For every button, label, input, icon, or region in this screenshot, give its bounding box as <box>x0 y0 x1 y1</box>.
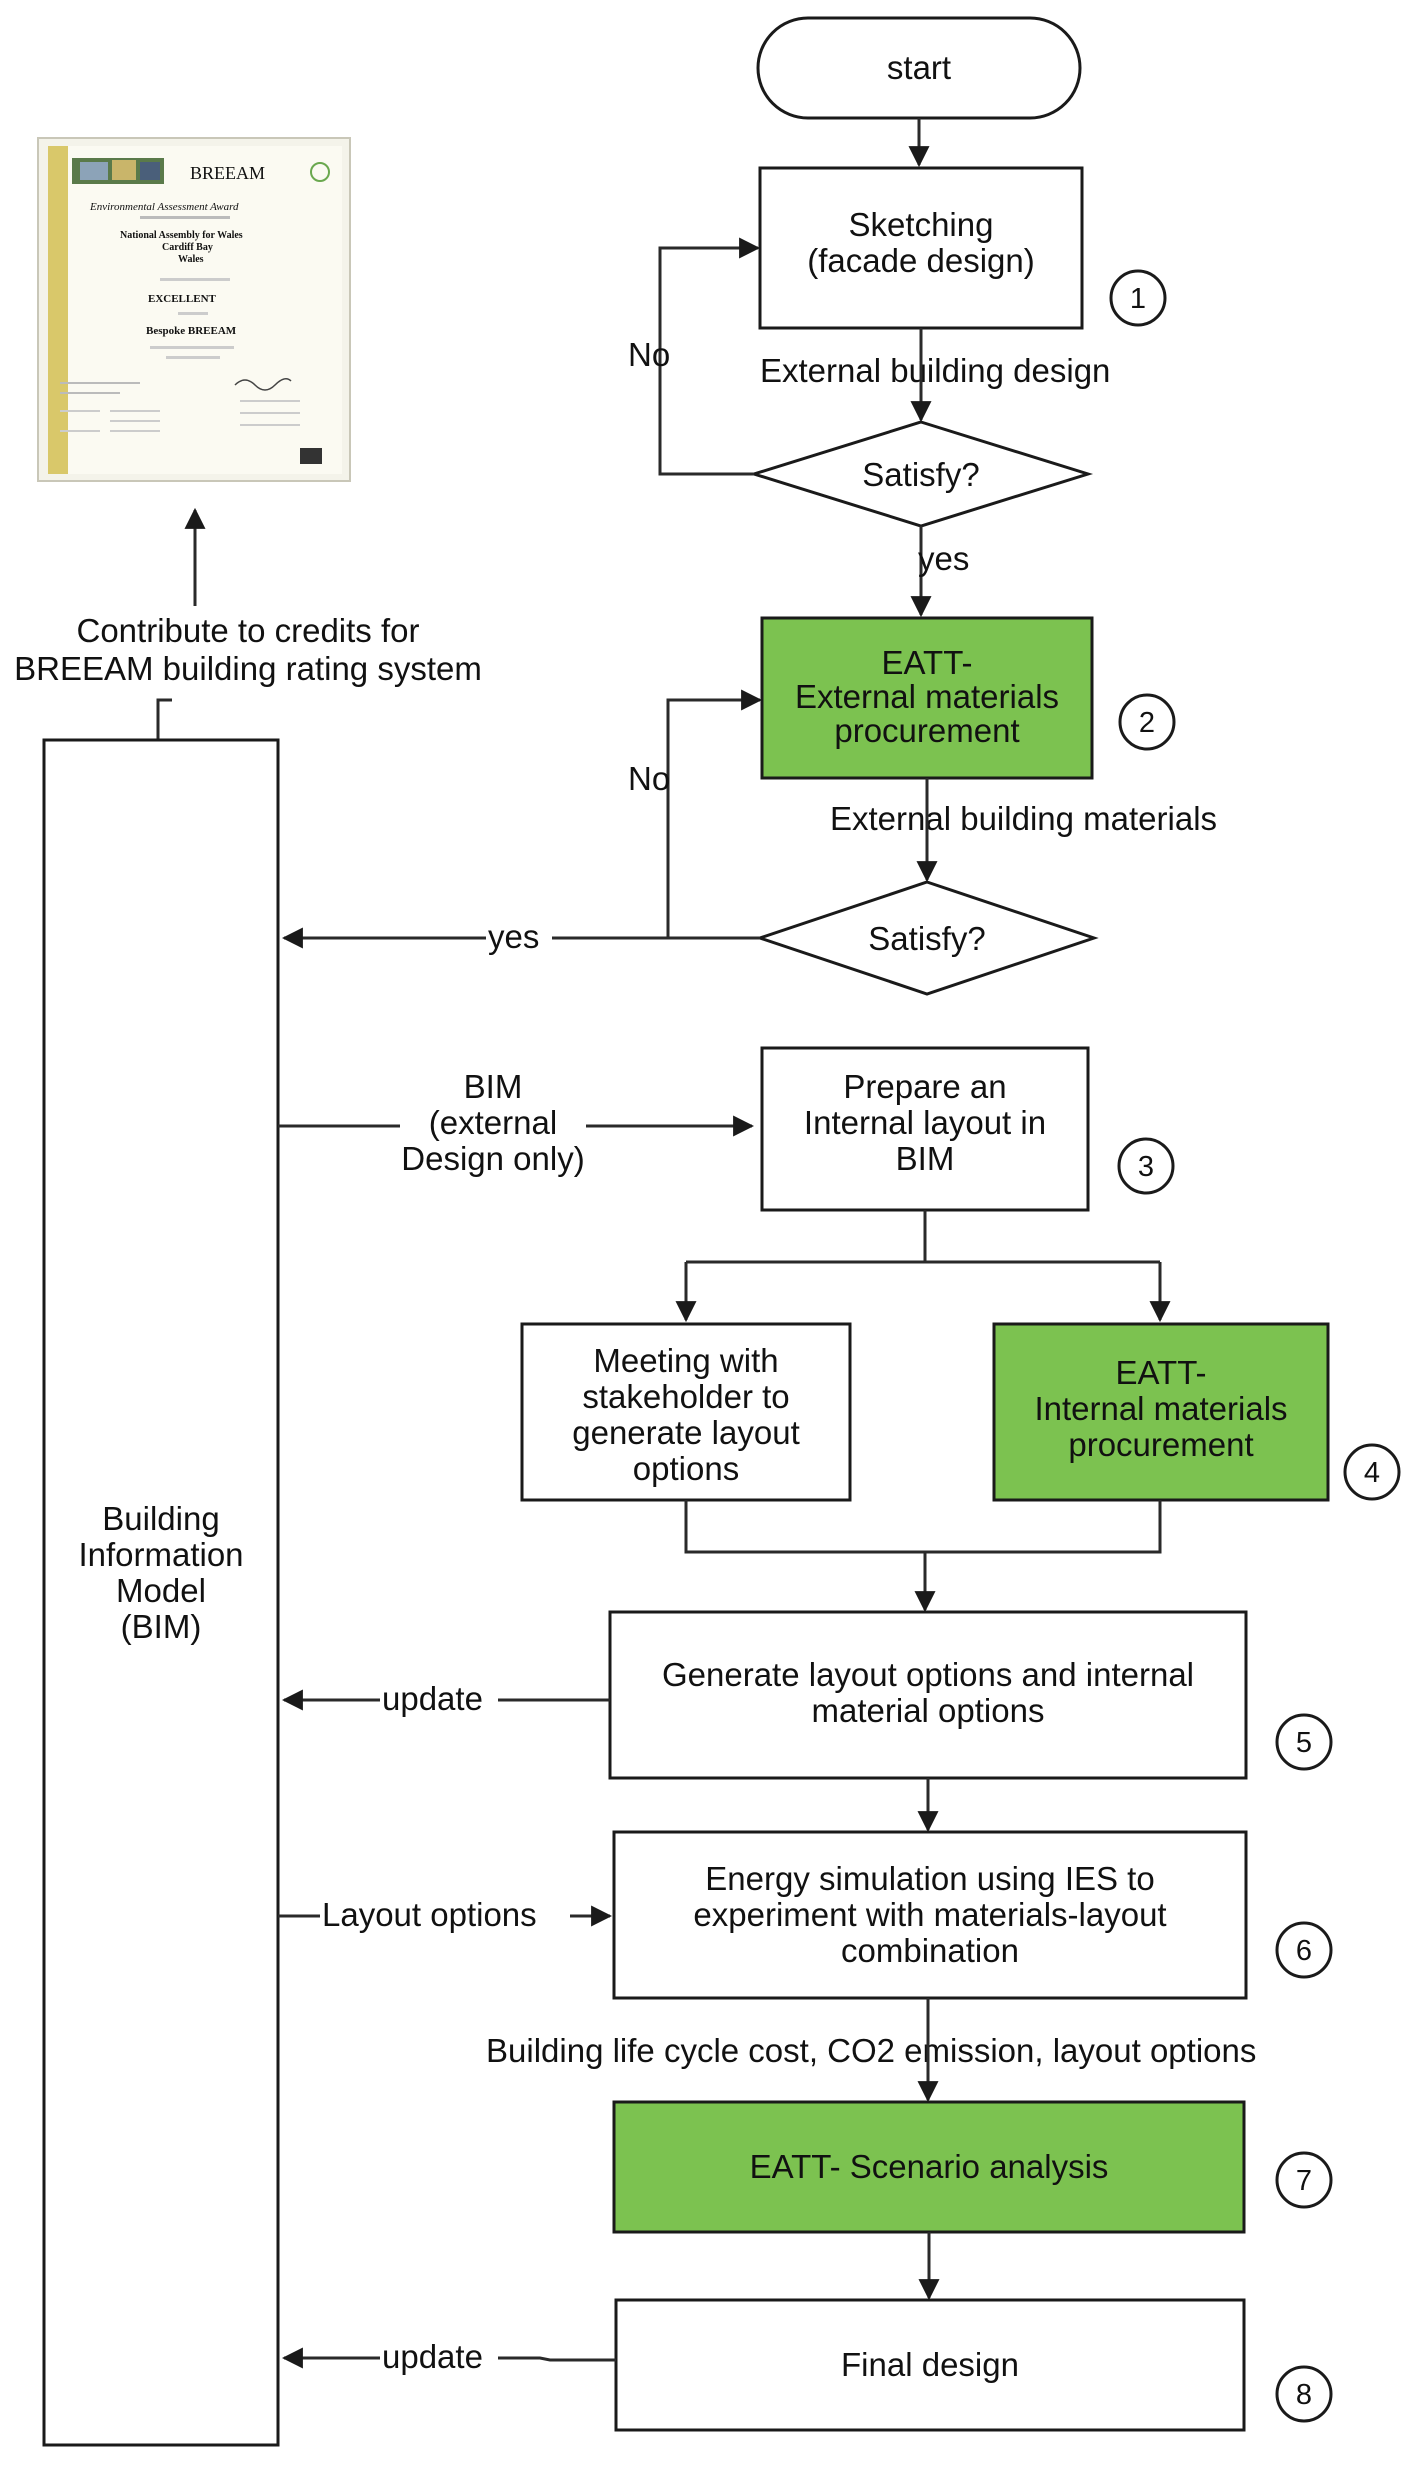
sketching-box <box>758 166 1084 330</box>
costs-label: Building life cycle cost, CO2 emission, … <box>486 2032 1256 2069</box>
start-label: start <box>887 49 951 86</box>
certificate-rating: EXCELLENT <box>148 293 217 305</box>
energy-sim-line-1: Energy simulation using IES to <box>705 1860 1154 1897</box>
step-4-number: 4 <box>1364 1457 1380 1489</box>
step-3-number: 3 <box>1138 1151 1154 1183</box>
merge-bar <box>684 1500 1162 1554</box>
no-2-label: No <box>628 760 670 797</box>
bim-model-box <box>42 738 280 2447</box>
satisfy-2-label: Satisfy? <box>868 920 985 957</box>
step-1-badge <box>1109 269 1167 327</box>
step-5-number: 5 <box>1296 1727 1312 1759</box>
final-design-label: Final design <box>841 2346 1019 2383</box>
no-loop-1 <box>658 237 761 476</box>
prepare-layout-line-2: Internal layout in <box>804 1104 1046 1141</box>
eatt-internal-line-3: procurement <box>1068 1426 1253 1463</box>
bim-model-line-4: (BIM) <box>121 1608 202 1645</box>
meeting-line-4: options <box>633 1450 739 1487</box>
certificate-brand: BREEAM <box>190 163 265 183</box>
yes-2-label: yes <box>488 918 539 955</box>
certificate-recipient-3: Wales <box>178 254 204 265</box>
eatt-internal-line-2: Internal materials <box>1034 1390 1287 1427</box>
external-building-materials-label: External building materials <box>830 800 1217 837</box>
step-8-number: 8 <box>1296 2379 1312 2411</box>
layout-options-label: Layout options <box>322 1896 537 1933</box>
bim-model-line-1: Building <box>102 1500 219 1537</box>
final-design-box <box>614 2298 1246 2432</box>
contribute-label-2: BREEAM building rating system <box>14 650 482 687</box>
breeam-certificate-image: BREEAM Environmental Assessment Award Na… <box>37 137 351 482</box>
bim-label-line-1: BIM <box>464 1068 523 1105</box>
sketching-line-1: Sketching <box>849 206 994 243</box>
meeting-line-1: Meeting with <box>593 1342 778 1379</box>
bim-label-line-2: (external <box>429 1104 557 1141</box>
update-1-label: update <box>382 1680 483 1717</box>
generate-options-box <box>608 1610 1248 1780</box>
eatt-external-line-3: procurement <box>834 712 1019 749</box>
bim-model-line-3: Model <box>116 1572 206 1609</box>
eatt-external-box <box>760 616 1094 780</box>
scenario-label: EATT- Scenario analysis <box>750 2148 1109 2185</box>
satisfy-decision-2 <box>755 880 1099 996</box>
yes-1-label: yes <box>918 540 969 577</box>
generate-options-line-1: Generate layout options and internal <box>662 1656 1194 1693</box>
step-7-number: 7 <box>1296 2165 1312 2197</box>
update-2-label: update <box>382 2338 483 2375</box>
prepare-layout-line-1: Prepare an <box>843 1068 1006 1105</box>
scenario-box <box>612 2100 1246 2234</box>
no-loop-2 <box>666 689 763 938</box>
step-8-badge <box>1275 2365 1333 2423</box>
step-2-number: 2 <box>1139 707 1155 739</box>
prepare-layout-line-3: BIM <box>896 1140 955 1177</box>
certificate-scheme: Bespoke BREEAM <box>146 325 237 337</box>
certificate-award: Environmental Assessment Award <box>89 201 239 213</box>
meeting-box <box>520 1322 852 1502</box>
step-5-badge <box>1275 1713 1333 1771</box>
step-6-badge <box>1275 1921 1333 1979</box>
step-6-number: 6 <box>1296 1935 1312 1967</box>
bim-to-contribute-line <box>156 698 172 740</box>
step-4-badge <box>1343 1443 1401 1501</box>
external-building-design-label: External building design <box>760 352 1110 389</box>
satisfy-1-label: Satisfy? <box>862 456 979 493</box>
energy-sim-line-3: combination <box>841 1932 1019 1969</box>
eatt-external-line-1: EATT- <box>881 644 972 681</box>
energy-sim-line-2: experiment with materials-layout <box>693 1896 1166 1933</box>
step-7-badge <box>1275 2151 1333 2209</box>
certificate-recipient-1: National Assembly for Wales <box>120 230 243 241</box>
eatt-external-line-2: External materials <box>795 678 1059 715</box>
bim-label-line-3: Design only) <box>401 1140 584 1177</box>
meeting-line-2: stakeholder to <box>582 1378 789 1415</box>
bim-model-line-2: Information <box>78 1536 243 1573</box>
certificate-recipient-2: Cardiff Bay <box>162 242 213 253</box>
generate-options-line-2: material options <box>812 1692 1045 1729</box>
eatt-internal-box <box>992 1322 1330 1502</box>
energy-sim-box <box>612 1830 1248 2000</box>
step-3-badge <box>1117 1137 1175 1195</box>
sketching-line-2: (facade design) <box>807 242 1034 279</box>
no-1-label: No <box>628 336 670 373</box>
contribute-label-1: Contribute to credits for <box>77 612 420 649</box>
step-1-number: 1 <box>1130 283 1146 315</box>
step-2-badge <box>1118 693 1176 751</box>
meeting-line-3: generate layout <box>572 1414 800 1451</box>
eatt-internal-line-1: EATT- <box>1115 1354 1206 1391</box>
